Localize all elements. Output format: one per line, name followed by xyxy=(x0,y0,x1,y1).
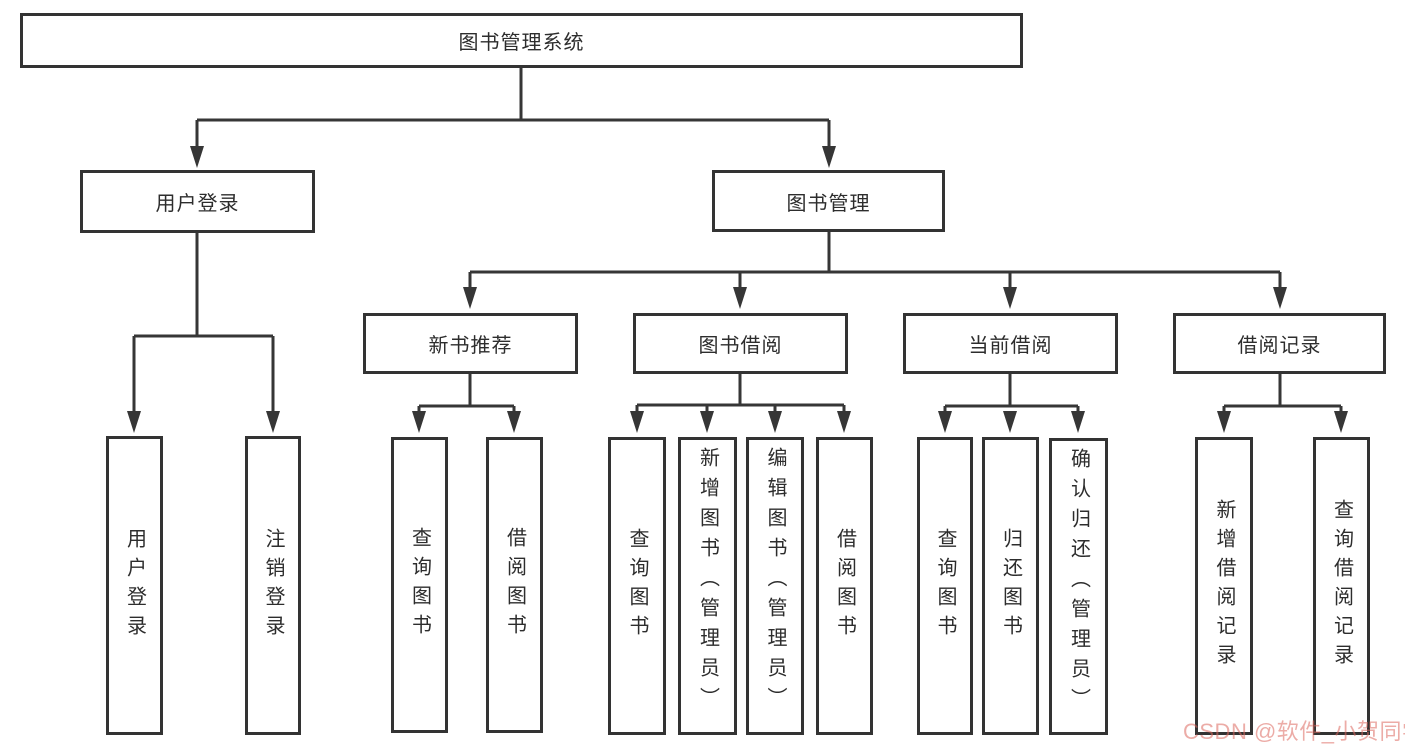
node-new-book-recommendation: 新书推荐 xyxy=(363,313,578,374)
node-borrowing-records-label: 借阅记录 xyxy=(1237,335,1322,357)
node-user-login: 用户登录 xyxy=(80,170,315,233)
node-book-borrowing-label: 图书借阅 xyxy=(698,335,783,357)
leaf-recommend-query-books: 查询图书 xyxy=(391,437,448,733)
leaf-query-borrow-record-label: 查询借阅记录 xyxy=(1330,499,1353,673)
leaf-add-books-admin: 新增图书（管理员） xyxy=(678,437,737,735)
node-current-borrowing: 当前借阅 xyxy=(903,313,1118,374)
leaf-user-login: 用户登录 xyxy=(106,436,163,735)
leaf-return-books-label: 归还图书 xyxy=(999,528,1022,644)
node-borrowing-records: 借阅记录 xyxy=(1173,313,1386,374)
node-current-borrowing-label: 当前借阅 xyxy=(968,335,1053,357)
node-new-book-recommendation-label: 新书推荐 xyxy=(428,335,513,357)
leaf-recommend-query-books-label: 查询图书 xyxy=(408,527,431,643)
leaf-current-query-books-label: 查询图书 xyxy=(934,528,956,644)
leaf-logout-label: 注销登录 xyxy=(262,527,284,644)
node-root-label: 图书管理系统 xyxy=(458,32,585,54)
leaf-borrow-books: 借阅图书 xyxy=(816,437,873,735)
leaf-return-books: 归还图书 xyxy=(982,437,1039,735)
node-root-system: 图书管理系统 xyxy=(20,13,1023,68)
node-book-management-label: 图书管理 xyxy=(786,192,871,215)
leaf-confirm-return-admin: 确认归还（管理员） xyxy=(1049,438,1108,735)
leaf-borrowing-query-books-label: 查询图书 xyxy=(626,528,648,644)
leaf-edit-books-admin: 编辑图书（管理员） xyxy=(746,437,804,735)
node-user-login-label: 用户登录 xyxy=(155,193,240,215)
leaf-add-books-admin-label: 新增图书（管理员） xyxy=(696,447,719,717)
node-book-management: 图书管理 xyxy=(712,170,945,232)
leaf-add-borrow-record: 新增借阅记录 xyxy=(1195,437,1253,735)
leaf-add-borrow-record-label: 新增借阅记录 xyxy=(1213,499,1235,673)
leaf-borrowing-query-books: 查询图书 xyxy=(608,437,666,735)
leaf-query-borrow-record: 查询借阅记录 xyxy=(1313,437,1370,735)
leaf-user-login-label: 用户登录 xyxy=(123,527,146,644)
node-book-borrowing: 图书借阅 xyxy=(633,313,848,374)
leaf-current-query-books: 查询图书 xyxy=(917,437,973,735)
leaf-logout: 注销登录 xyxy=(245,436,301,735)
leaf-confirm-return-admin-label: 确认归还（管理员） xyxy=(1067,448,1090,718)
leaf-recommend-borrow-books: 借阅图书 xyxy=(486,437,543,733)
leaf-edit-books-admin-label: 编辑图书（管理员） xyxy=(764,447,786,717)
leaf-recommend-borrow-books-label: 借阅图书 xyxy=(503,527,526,643)
leaf-borrow-books-label: 借阅图书 xyxy=(833,528,856,644)
